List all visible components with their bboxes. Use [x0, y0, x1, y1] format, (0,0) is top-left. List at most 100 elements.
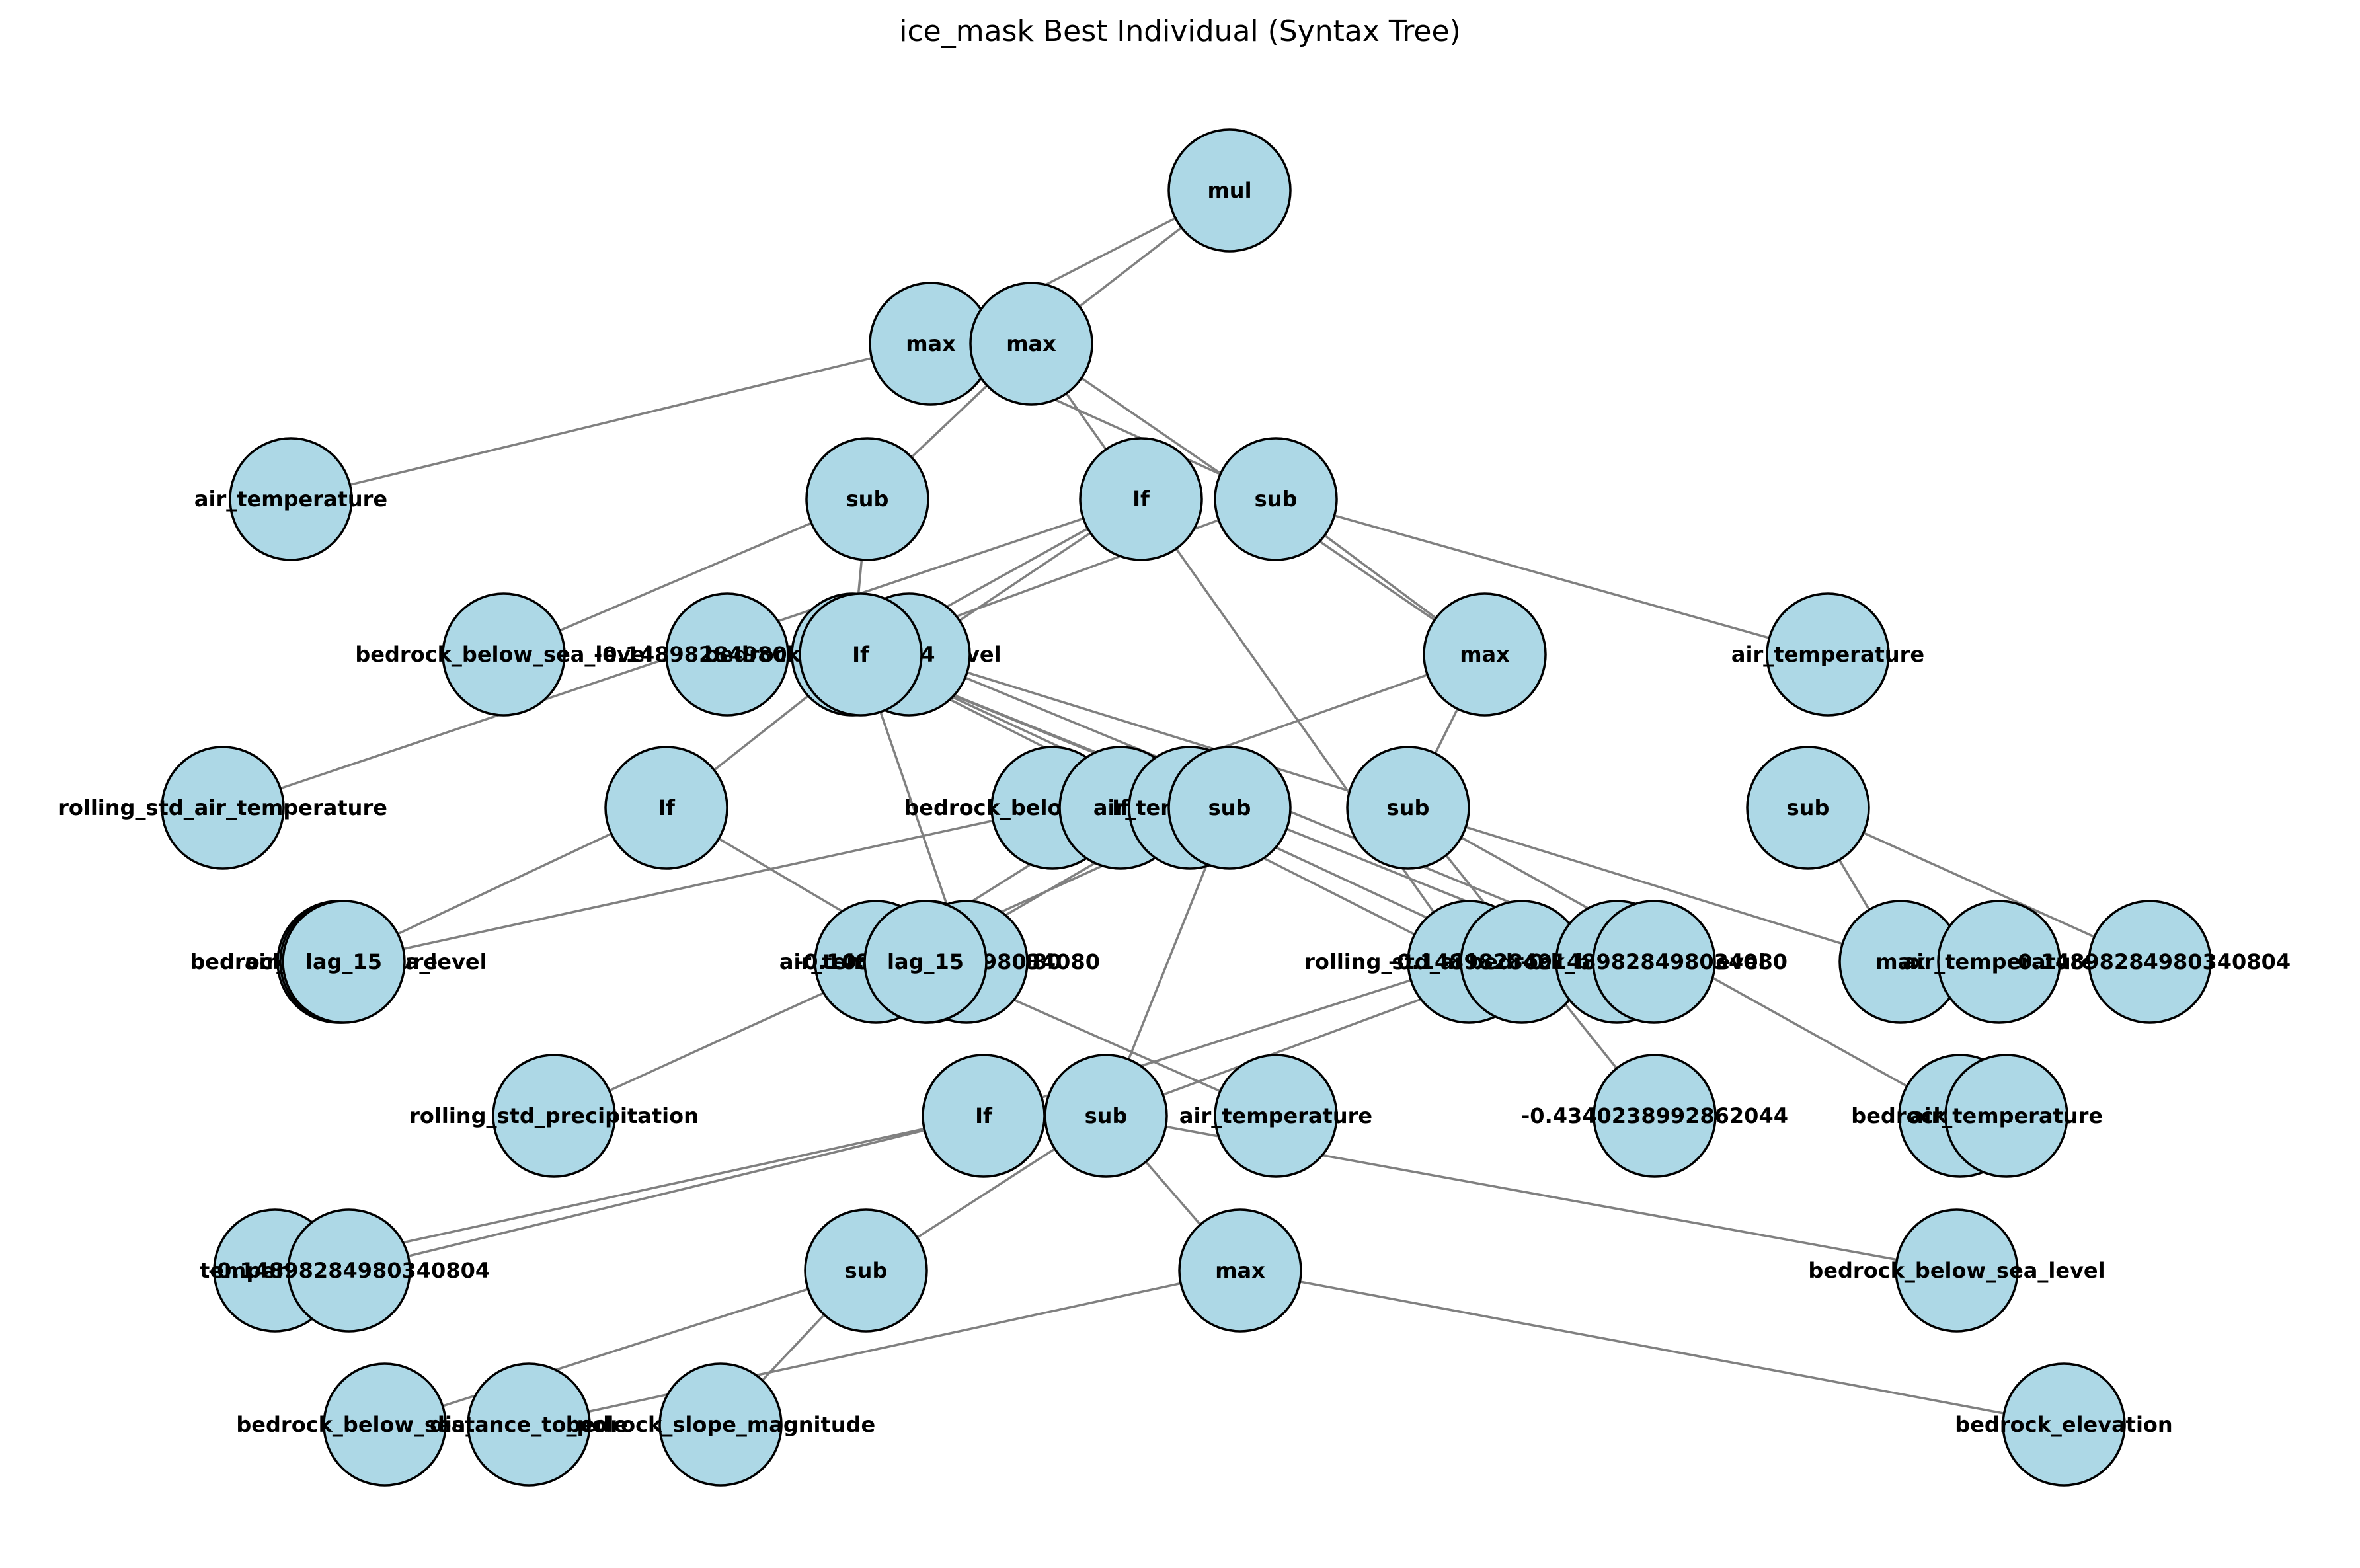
node-circle: [1079, 437, 1203, 561]
node-label: sub: [1208, 795, 1251, 820]
tree-edge: [343, 806, 1053, 963]
node-label: If: [1112, 795, 1130, 820]
node-label: If: [852, 642, 870, 667]
tree-node: max: [869, 282, 993, 406]
tree-edge: [1140, 498, 1470, 963]
node-label: distance_to_pole: [430, 1412, 628, 1437]
tree-edge: [290, 342, 931, 500]
node-circle: [1346, 746, 1470, 870]
node-circle: [1766, 592, 1890, 717]
tree-node: lag_15: [863, 900, 988, 1024]
node-label: air_temperature: [1910, 1103, 2103, 1128]
node-label: air_temperature: [1731, 642, 1924, 667]
node-label: rolling_std_precipitation: [409, 1103, 699, 1128]
node-circle: [969, 282, 1093, 406]
node-label: If: [1132, 487, 1150, 512]
node-circle: [1937, 900, 2061, 1024]
tree-node: sub: [805, 437, 929, 561]
node-circle: [2088, 900, 2212, 1024]
tree-node: If: [799, 592, 923, 717]
node-circle: [1746, 746, 1870, 870]
node-label: max: [1215, 1258, 1265, 1283]
node-circle: [1593, 1054, 1717, 1178]
node-label: max: [1460, 642, 1510, 667]
tree-node: -0.14898284980340804: [208, 1208, 490, 1333]
node-label: sub: [1387, 795, 1430, 820]
tree-edge: [1239, 1269, 2065, 1426]
node-circle: [1167, 746, 1292, 870]
node-circle: [799, 592, 923, 717]
node-label: mul: [1207, 178, 1251, 203]
tree-edge: [384, 1269, 867, 1426]
node-label: sub: [1787, 795, 1830, 820]
node-label: air_temperature: [194, 487, 387, 512]
tree-node: If: [1079, 437, 1203, 561]
node-circle: [442, 592, 566, 717]
tree-node: air_temperature: [194, 437, 387, 561]
tree-edge: [348, 1115, 984, 1272]
tree-node: mul: [1167, 128, 1292, 253]
node-circle: [492, 1054, 616, 1178]
node-circle: [161, 746, 285, 870]
tree-node: sub: [804, 1208, 928, 1333]
node-circle: [658, 1362, 783, 1487]
node-label: air_temperature: [1903, 949, 2096, 974]
tree-node: sub: [1167, 746, 1292, 870]
node-label: air_temperature: [1179, 1103, 1372, 1128]
node-label: rolling_std_air_temperature: [58, 795, 387, 820]
tree-node: distance_to_pole: [430, 1362, 628, 1487]
tree-node: lag_15: [282, 900, 406, 1024]
node-label: sub: [845, 1258, 888, 1283]
node-circle: [665, 592, 789, 717]
node-circle: [804, 1208, 928, 1333]
tree-node: rolling_std_precipitation: [409, 1054, 699, 1178]
node-circle: [863, 900, 988, 1024]
tree-node: air_temperature: [1179, 1054, 1372, 1178]
node-circle: [1178, 1208, 1302, 1333]
node-label: max: [1006, 331, 1056, 356]
node-circle: [1167, 128, 1292, 253]
tree-edge: [1807, 806, 2150, 963]
node-circle: [323, 1362, 447, 1487]
node-circle: [604, 746, 728, 870]
node-circle: [1214, 1054, 1338, 1178]
node-label: bedrock_below_sea_level: [355, 642, 652, 667]
tree-edge: [1275, 498, 1829, 656]
tree-edge: [528, 1269, 1241, 1426]
node-circle: [2002, 1362, 2126, 1487]
tree-node: -0.1489828498034080: [1520, 900, 1788, 1024]
tree-node: max: [1423, 592, 1547, 717]
tree-node: If: [604, 746, 728, 870]
node-label: lag_15: [305, 949, 382, 974]
node-circle: [1592, 900, 1716, 1024]
node-label: -0.4340238992862044: [1521, 1103, 1788, 1128]
node-circle: [1423, 592, 1547, 717]
node-label: -0.14898284980340804: [2009, 949, 2291, 974]
diagram-title: ice_mask Best Individual (Syntax Tree): [899, 15, 1461, 48]
node-circle: [1944, 1054, 2068, 1178]
tree-node: If: [922, 1054, 1046, 1178]
node-label: If: [658, 795, 676, 820]
node-label: max: [1875, 949, 1926, 974]
node-label: sub: [1085, 1103, 1128, 1128]
tree-node: max: [1178, 1208, 1302, 1333]
tree-edge: [503, 498, 868, 656]
tree-node: rolling_std_air_temperature: [58, 746, 387, 870]
node-circle: [1895, 1208, 2019, 1333]
node-circle: [1044, 1054, 1168, 1178]
tree-node: sub: [1746, 746, 1870, 870]
tree-node: bedrock_elevation: [1955, 1362, 2173, 1487]
node-circle: [1214, 437, 1338, 561]
node-circle: [467, 1362, 591, 1487]
node-label: lag_15: [887, 949, 964, 974]
tree-node: air_temperature: [1910, 1054, 2103, 1178]
tree-node: max: [969, 282, 1093, 406]
node-circle: [229, 437, 353, 561]
tree-node: air_temperature: [1731, 592, 1924, 717]
node-label: bedrock_elevation: [1955, 1412, 2172, 1437]
tree-node: bedrock_slope_magnitude: [566, 1362, 875, 1487]
tree-node: sub: [1044, 1054, 1168, 1178]
node-circle: [282, 900, 406, 1024]
node-label: bedrock_below_sea_level: [1808, 1258, 2105, 1283]
